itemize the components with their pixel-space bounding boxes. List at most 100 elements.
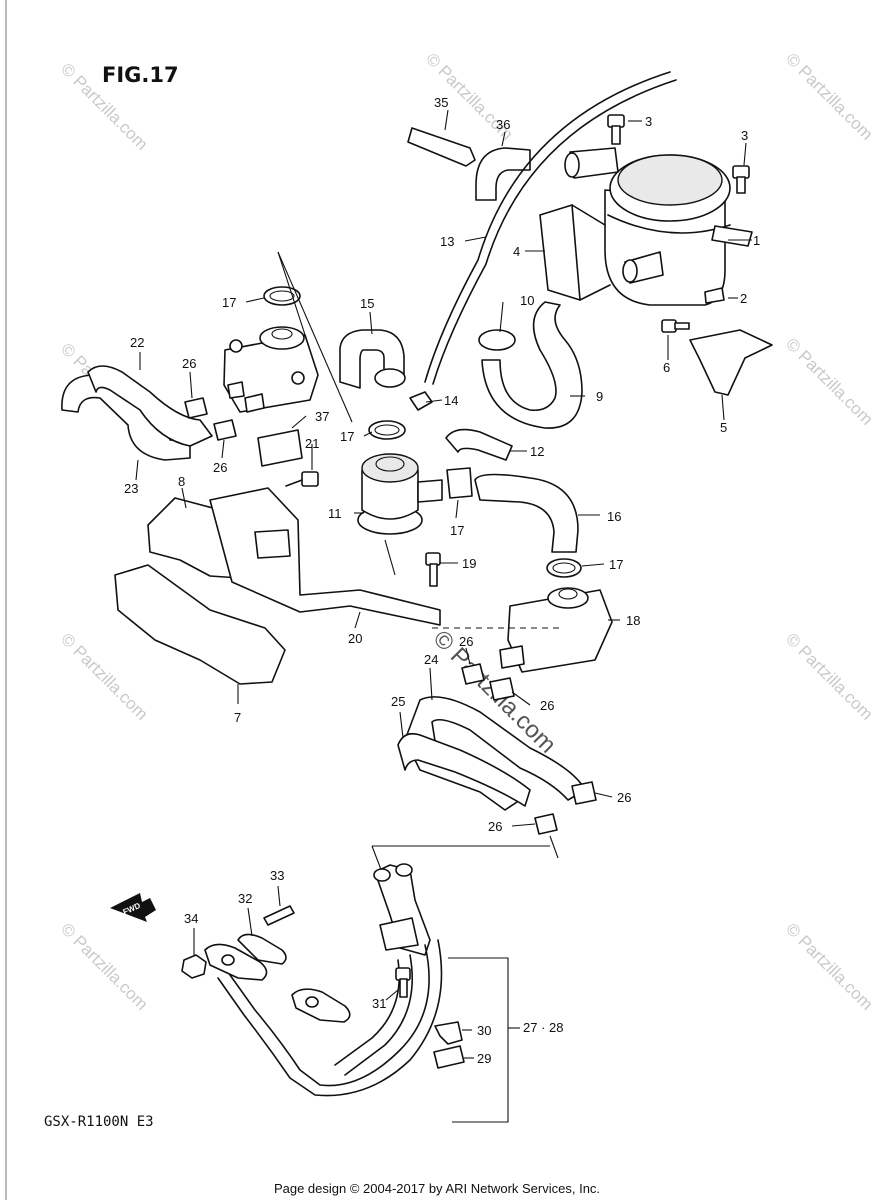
part-31-bolt: [395, 967, 411, 998]
callout-22: 22: [130, 335, 144, 350]
part-3-bolt: [607, 114, 625, 145]
callout-5: 5: [720, 420, 727, 435]
part-29-clamp: [433, 1045, 465, 1069]
callout-29: 29: [477, 1051, 491, 1066]
part-17-clamp: [446, 467, 473, 499]
callout-18: 18: [626, 613, 640, 628]
footer-copyright: Page design © 2004-2017 by ARI Network S…: [274, 1181, 600, 1196]
part-19-bolt: [425, 552, 441, 587]
part-10-clamp: [478, 329, 516, 351]
part-34-nut: [181, 954, 207, 979]
part-26-clip: [534, 813, 558, 835]
part-16-hose: [474, 473, 579, 553]
callout-12: 12: [530, 444, 544, 459]
part-3-bolt: [732, 165, 750, 194]
model-code: GSX-R1100N E3: [44, 1114, 154, 1130]
callout-8: 8: [178, 474, 185, 489]
part-17-clamp: [546, 558, 582, 578]
part-5-bracket: [689, 329, 773, 396]
callout-17: 17: [609, 557, 623, 572]
callout-3: 3: [645, 114, 652, 129]
part-11-valve: [357, 453, 443, 535]
callout-2: 2: [740, 291, 747, 306]
part-2-clip: [704, 287, 725, 304]
callout-24: 24: [424, 652, 438, 667]
callout-26: 26: [617, 790, 631, 805]
callout-19: 19: [462, 556, 476, 571]
watermark: © Partzilla.com: [782, 919, 874, 1013]
part-22-hose: [61, 374, 191, 461]
callout-31: 31: [372, 996, 386, 1011]
callout-21: 21: [305, 436, 319, 451]
part-14-clip: [409, 391, 433, 411]
part-25-hose: [397, 732, 531, 807]
callout-17: 17: [222, 295, 236, 310]
watermark: © Partzilla.com: [782, 334, 874, 428]
leader-lines: [135, 109, 752, 1059]
callout-6: 6: [663, 360, 670, 375]
callout-26: 26: [182, 356, 196, 371]
callout-33: 33: [270, 868, 284, 883]
watermark: © Partzilla.com: [782, 629, 874, 723]
callout-16: 16: [607, 509, 621, 524]
part-27-28-pipes: [204, 863, 443, 1097]
part-36-hose: [475, 147, 531, 201]
callout-26: 26: [540, 698, 554, 713]
callout-35: 35: [434, 95, 448, 110]
part-26-clip: [489, 677, 515, 701]
watermark: © Partzilla.com: [57, 629, 151, 723]
part-26-clip: [213, 419, 237, 441]
part-26-clip: [461, 663, 485, 685]
part-20-bracket: [209, 487, 441, 626]
callout-20: 20: [348, 631, 362, 646]
part-9-hose: [481, 301, 583, 429]
callout-26: 26: [488, 819, 502, 834]
fwd-arrow-icon: FWD: [110, 893, 156, 922]
part-7-bracket: [114, 564, 286, 685]
callout-34: 34: [184, 911, 198, 926]
callout-11: 11: [328, 506, 342, 521]
assembly-bracket-27-28: [448, 957, 520, 1123]
callout-26: 26: [213, 460, 227, 475]
callouts: 1 2 3 3 4 5 6 7 8 9 10 11 12 13 14 15 16…: [124, 95, 760, 1066]
callout-17: 17: [450, 523, 464, 538]
part-1-housing: [564, 147, 753, 306]
callout-32: 32: [238, 891, 252, 906]
figure-title: FIG.17: [102, 63, 179, 87]
part-6-bolt: [661, 319, 690, 333]
callout-14: 14: [444, 393, 458, 408]
part-4-bracket: [539, 204, 611, 301]
callout-1: 1: [753, 233, 760, 248]
callout-30: 30: [477, 1023, 491, 1038]
part-23-hose: [87, 365, 213, 447]
callout-37: 37: [315, 409, 329, 424]
part-15-hose: [339, 329, 406, 389]
callout-9: 9: [596, 389, 603, 404]
watermark: © Partzilla.com: [782, 49, 874, 143]
callout-23: 23: [124, 481, 138, 496]
upper-reed-valve: [223, 326, 319, 413]
callout-10: 10: [520, 293, 534, 308]
callout-25: 25: [391, 694, 405, 709]
callout-4: 4: [513, 244, 520, 259]
part-33-stud: [263, 905, 295, 926]
callout-17: 17: [340, 429, 354, 444]
callout-7: 7: [234, 710, 241, 725]
part-17-clamp: [368, 420, 406, 440]
part-30-clip: [434, 1021, 463, 1045]
part-26-clip: [571, 781, 597, 805]
part-13-hose: [424, 71, 677, 385]
part-18-reed-valve: [499, 587, 613, 673]
part-37-gasket: [257, 429, 303, 467]
callout-3: 3: [741, 128, 748, 143]
callout-36: 36: [496, 117, 510, 132]
part-35-clamp: [407, 127, 476, 167]
callout-15: 15: [360, 296, 374, 311]
callout-27-28: 27 · 28: [523, 1020, 563, 1035]
part-21-bolt: [285, 471, 319, 487]
watermark: © Partzilla.com: [57, 919, 151, 1013]
part-26-clip: [184, 397, 208, 419]
part-32-gasket: [237, 933, 287, 965]
callout-26: 26: [459, 634, 473, 649]
